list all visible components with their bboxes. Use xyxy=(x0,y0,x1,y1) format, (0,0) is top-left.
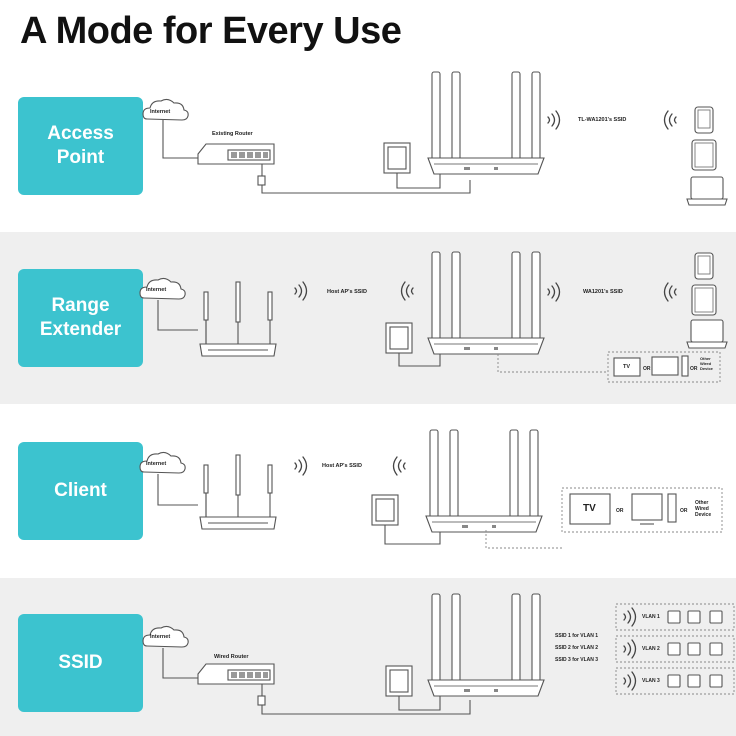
cl-host-ssid-label: Host AP's SSID xyxy=(322,463,362,469)
ss-vlan-1: VLAN 1 xyxy=(642,614,660,620)
ss-router-label: Wired Router xyxy=(214,654,249,660)
cl-internet-label: Internet xyxy=(146,461,167,467)
re-or-2: OR xyxy=(690,366,698,372)
re-or-1: OR xyxy=(643,366,651,372)
ss-vlan-3: VLAN 3 xyxy=(642,678,660,684)
mode-ssid: SSID xyxy=(18,614,143,712)
ss-line-1: SSID 1 for VLAN 1 xyxy=(555,633,599,639)
ap-ssid-label: TL-WA1201's SSID xyxy=(578,117,627,123)
ss-line-3: SSID 3 for VLAN 3 xyxy=(555,657,599,663)
cl-or-2: OR xyxy=(680,508,688,514)
mode-access-point: Access Point xyxy=(18,97,143,195)
mode-range-extender: Range Extender xyxy=(18,269,143,367)
cl-tv-label: TV xyxy=(583,503,596,514)
re-other-device: Other Wired Device xyxy=(700,356,713,371)
ss-line-2: SSID 2 for VLAN 2 xyxy=(555,645,599,651)
cl-or-1: OR xyxy=(616,508,624,514)
re-internet-label: Internet xyxy=(146,287,167,293)
re-tv-label: TV xyxy=(623,364,631,370)
page-title: A Mode for Every Use xyxy=(20,10,402,52)
ss-vlan-2: VLAN 2 xyxy=(642,646,660,652)
cl-other-device: Other Wired Device xyxy=(695,500,712,518)
ss-internet-label: Internet xyxy=(150,634,171,640)
ap-router-label: Existing Router xyxy=(212,131,253,137)
mode-client: Client xyxy=(18,442,143,540)
re-ssid-label: WA1201's SSID xyxy=(583,289,623,295)
re-host-ssid-label: Host AP's SSID xyxy=(327,289,367,295)
ap-internet-label: Internet xyxy=(150,109,171,115)
